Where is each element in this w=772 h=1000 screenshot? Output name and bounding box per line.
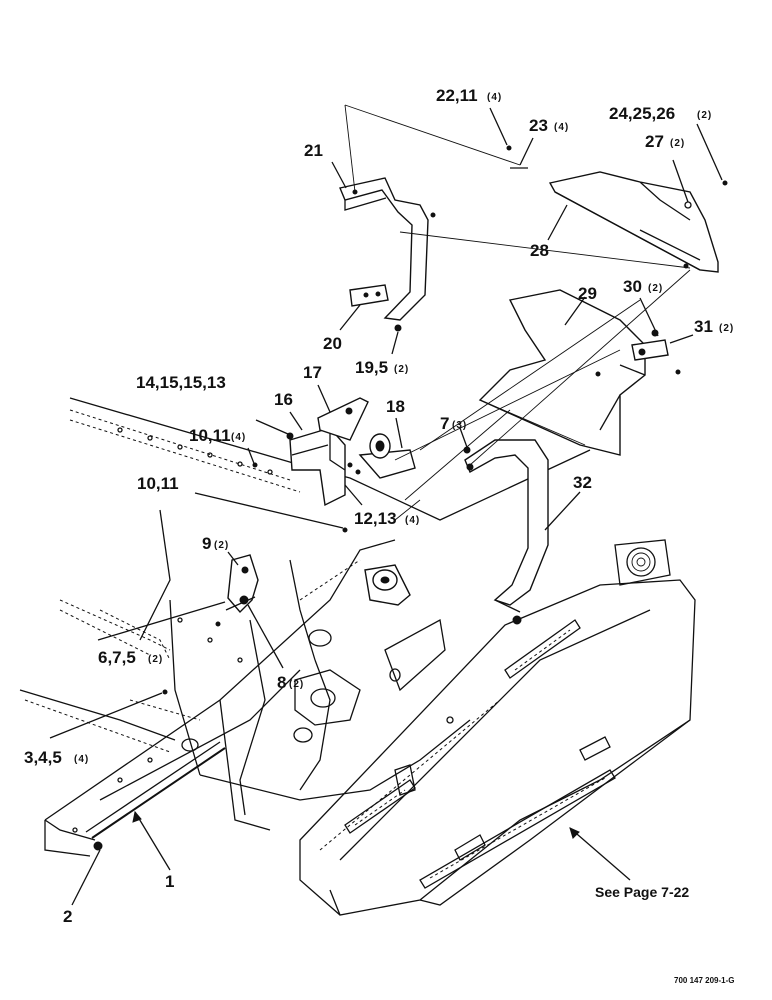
gearbox-cover [299, 539, 696, 916]
label-29: 29 [578, 284, 597, 303]
header-frame [19, 397, 591, 857]
label-30-qty: (2) [648, 283, 663, 294]
label-19-5-qty: (2) [394, 364, 409, 375]
label-10-11-upper-qty: (4) [231, 432, 246, 443]
label-1: 1 [165, 872, 174, 891]
label-14-15-15-13: 14,15,15,13 [136, 373, 226, 392]
plate-part-20 [349, 284, 389, 307]
label-7: 7 [440, 414, 449, 433]
label-22-11: 22,11 [436, 86, 478, 105]
plate-part-17 [317, 397, 369, 441]
label-23-qty: (4) [554, 122, 569, 133]
callout-labels: 1 2 3,4,5 (4) 6,7,5 (2) 8 (2) 9 (2) 10,1… [24, 86, 735, 985]
bracket-part-16 [286, 427, 346, 507]
hardware-dots [162, 145, 728, 695]
label-16: 16 [274, 390, 293, 409]
label-31-qty: (2) [719, 323, 734, 334]
label-31: 31 [694, 317, 713, 336]
label-3-4-5: 3,4,5 [24, 748, 62, 767]
label-19-5: 19,5 [355, 358, 388, 377]
label-10-11-upper: 10,11 [189, 426, 231, 445]
leader-lines [49, 104, 723, 906]
shield-part-28 [548, 171, 719, 273]
label-30: 30 [623, 277, 642, 296]
label-12-13-qty: (4) [405, 515, 420, 526]
label-27-qty: (2) [670, 138, 685, 149]
shield-part-1 [85, 741, 226, 851]
label-17: 17 [303, 363, 322, 382]
label-21: 21 [304, 141, 323, 160]
see-page-note: See Page 7-22 [595, 884, 689, 900]
label-28: 28 [530, 241, 549, 260]
shield-part-29 [478, 289, 646, 456]
label-23: 23 [529, 116, 548, 135]
label-3-4-5-qty: (4) [74, 754, 89, 765]
label-18: 18 [386, 397, 405, 416]
latch-part-30-31 [631, 329, 681, 375]
label-9-qty: (2) [214, 540, 229, 551]
label-7-qty: (3) [452, 420, 467, 431]
bearing-part-18 [358, 433, 416, 479]
label-8-qty: (2) [289, 679, 304, 690]
label-10-11-lower: 10,11 [137, 474, 179, 493]
support-part-32 [464, 439, 549, 625]
label-6-7-5-qty: (2) [148, 654, 163, 665]
drawing-code: 700 147 209-1-G [674, 976, 735, 985]
label-20: 20 [323, 334, 342, 353]
label-9: 9 [202, 534, 211, 553]
label-32: 32 [573, 473, 592, 492]
bolt-hole-row [72, 427, 273, 833]
label-27: 27 [645, 132, 664, 151]
label-24-25-26-qty: (2) [697, 110, 712, 121]
latch-part-9 [225, 554, 259, 614]
label-22-11-qty: (4) [487, 92, 502, 103]
label-8: 8 [277, 673, 286, 692]
label-12-13: 12,13 [354, 509, 397, 528]
label-2: 2 [63, 907, 72, 926]
pillow-block [364, 564, 411, 606]
label-24-25-26: 24,25,26 [609, 104, 675, 123]
label-6-7-5: 6,7,5 [98, 648, 136, 667]
